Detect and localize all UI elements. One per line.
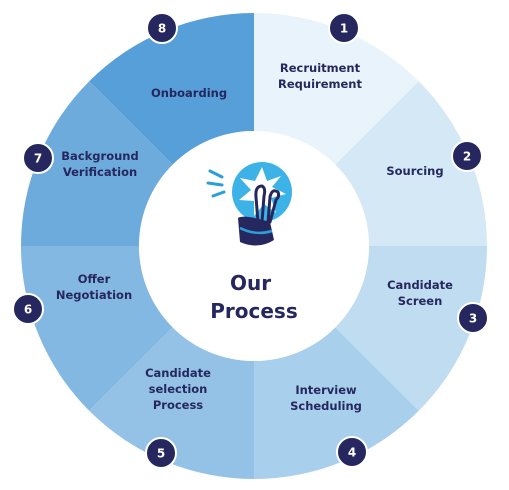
badge-circle xyxy=(328,12,360,44)
badge-circle xyxy=(451,140,483,172)
segment-step-1 xyxy=(254,13,419,165)
step-label-line: Screen xyxy=(398,294,443,308)
bulb-filament xyxy=(254,184,267,224)
step-label-line: Sourcing xyxy=(386,164,443,178)
badge-number: 2 xyxy=(463,150,471,164)
bulb-ray xyxy=(206,181,224,187)
step-badge-2: 2 xyxy=(451,140,483,172)
bulb-ray xyxy=(211,190,226,198)
step-label-line: Scheduling xyxy=(290,399,362,413)
step-badge-6: 6 xyxy=(12,293,44,325)
step-badge-5: 5 xyxy=(145,437,177,469)
process-segments xyxy=(21,13,487,479)
step-label-line: Offer xyxy=(78,272,111,286)
step-label-line: Process xyxy=(153,398,203,412)
step-badge-3: 3 xyxy=(457,302,489,334)
badge-circle xyxy=(146,12,178,44)
segment-step-2 xyxy=(335,81,487,247)
center-title: Our Process xyxy=(210,271,298,323)
step-label-line: Candidate xyxy=(387,278,453,292)
badge-number: 8 xyxy=(158,22,166,36)
badge-number: 5 xyxy=(157,447,165,461)
bulb-filament xyxy=(266,189,281,224)
bulb-base xyxy=(238,216,274,246)
step-label-line: Candidate xyxy=(145,366,211,380)
center-title-line: Process xyxy=(210,299,298,323)
lightbulb-icon xyxy=(206,162,292,246)
step-badge-8: 8 xyxy=(146,12,178,44)
badge-number: 3 xyxy=(469,312,477,326)
center-title-line: Our xyxy=(230,271,271,295)
badge-number: 4 xyxy=(348,446,356,460)
segment-step-8 xyxy=(89,13,255,165)
bulb-ray xyxy=(208,169,224,179)
badge-number: 6 xyxy=(24,303,32,317)
step-badge-7: 7 xyxy=(22,142,54,174)
step-label-line: selection xyxy=(149,382,208,396)
step-label-line: Onboarding xyxy=(151,86,227,100)
step-label-line: Recruitment xyxy=(280,61,361,75)
badge-circle xyxy=(336,436,368,468)
badge-circle xyxy=(145,437,177,469)
badge-circle xyxy=(457,302,489,334)
step-badges: 1 2 3 4 5 6 7 8 xyxy=(12,12,489,469)
step-badge-1: 1 xyxy=(328,12,360,44)
step-label-8: Onboarding xyxy=(151,86,227,100)
step-label-line: Negotiation xyxy=(56,288,132,302)
bulb-burst xyxy=(239,167,286,216)
step-badge-4: 4 xyxy=(336,436,368,468)
step-label-line: Requirement xyxy=(278,77,362,91)
center-circle xyxy=(139,131,369,361)
step-label-line: Interview xyxy=(295,383,357,397)
step-label-line: Verification xyxy=(63,165,137,179)
badge-number: 7 xyxy=(34,152,42,166)
segment-step-4 xyxy=(254,327,419,479)
bulb-base-stripe xyxy=(239,226,273,235)
badge-number: 1 xyxy=(340,22,348,36)
segment-step-7 xyxy=(21,81,173,247)
step-label-line: Background xyxy=(61,149,138,163)
segment-step-5 xyxy=(89,327,255,479)
segment-step-6 xyxy=(21,246,173,411)
badge-circle xyxy=(22,142,54,174)
badge-circle xyxy=(12,293,44,325)
step-label-2: Sourcing xyxy=(386,164,443,178)
segment-step-3 xyxy=(335,246,487,411)
